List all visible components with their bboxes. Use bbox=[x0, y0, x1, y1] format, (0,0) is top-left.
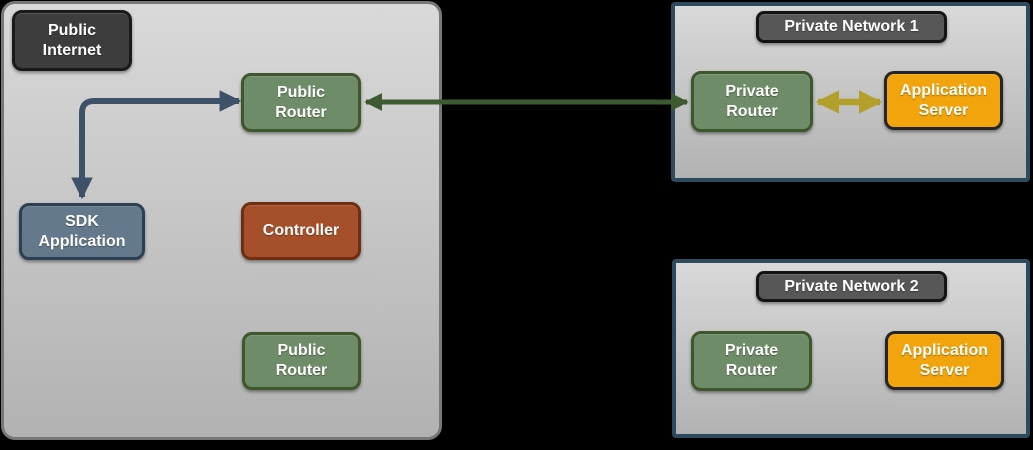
node-application-server-2: Application Server bbox=[885, 331, 1004, 390]
node-sdk-application: SDK Application bbox=[19, 203, 145, 260]
node-application-server-1: Application Server bbox=[884, 71, 1003, 130]
private-network-2-title: Private Network 2 bbox=[756, 271, 947, 302]
public-internet-label: Public Internet bbox=[12, 10, 132, 71]
node-private-router-2: Private Router bbox=[691, 331, 812, 391]
node-public-router-bottom: Public Router bbox=[242, 332, 361, 390]
node-public-router-top: Public Router bbox=[241, 73, 361, 132]
node-private-router-1: Private Router bbox=[691, 71, 813, 132]
node-controller: Controller bbox=[241, 202, 361, 260]
private-network-1-title: Private Network 1 bbox=[756, 11, 947, 43]
